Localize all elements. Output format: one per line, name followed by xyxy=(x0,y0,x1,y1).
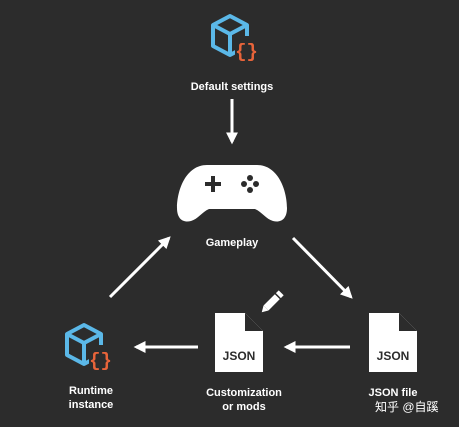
customization-label-line1: Customization xyxy=(206,387,282,399)
customization-label-line2: or mods xyxy=(222,401,266,413)
default-settings-label: Default settings xyxy=(190,81,274,93)
svg-text:{}: {} xyxy=(89,350,112,372)
runtime-instance-label: Runtime instance xyxy=(51,384,131,412)
gamepad-icon xyxy=(177,165,287,222)
json-document-icon-middle: JSON xyxy=(215,313,263,372)
customization-label: Customization or mods xyxy=(189,386,299,414)
json-file-label: JSON file xyxy=(368,387,418,399)
runtime-label-line1: Runtime xyxy=(69,385,113,397)
svg-text:{}: {} xyxy=(235,41,258,63)
json-document-icon-right: JSON xyxy=(369,313,417,372)
gameplay-label: Gameplay xyxy=(205,237,259,249)
watermark-text: 知乎 @自蹊 xyxy=(375,400,439,414)
svg-text:JSON: JSON xyxy=(377,349,410,363)
svg-text:JSON: JSON xyxy=(223,349,256,363)
pencil-icon xyxy=(261,290,284,313)
box-code-icon-top: {} xyxy=(211,14,258,63)
arrow-gameplay-to-json-file xyxy=(291,236,353,299)
runtime-label-line2: instance xyxy=(68,399,114,411)
arrow-runtime-to-gameplay xyxy=(108,236,171,299)
box-code-icon-left: {} xyxy=(65,323,112,372)
